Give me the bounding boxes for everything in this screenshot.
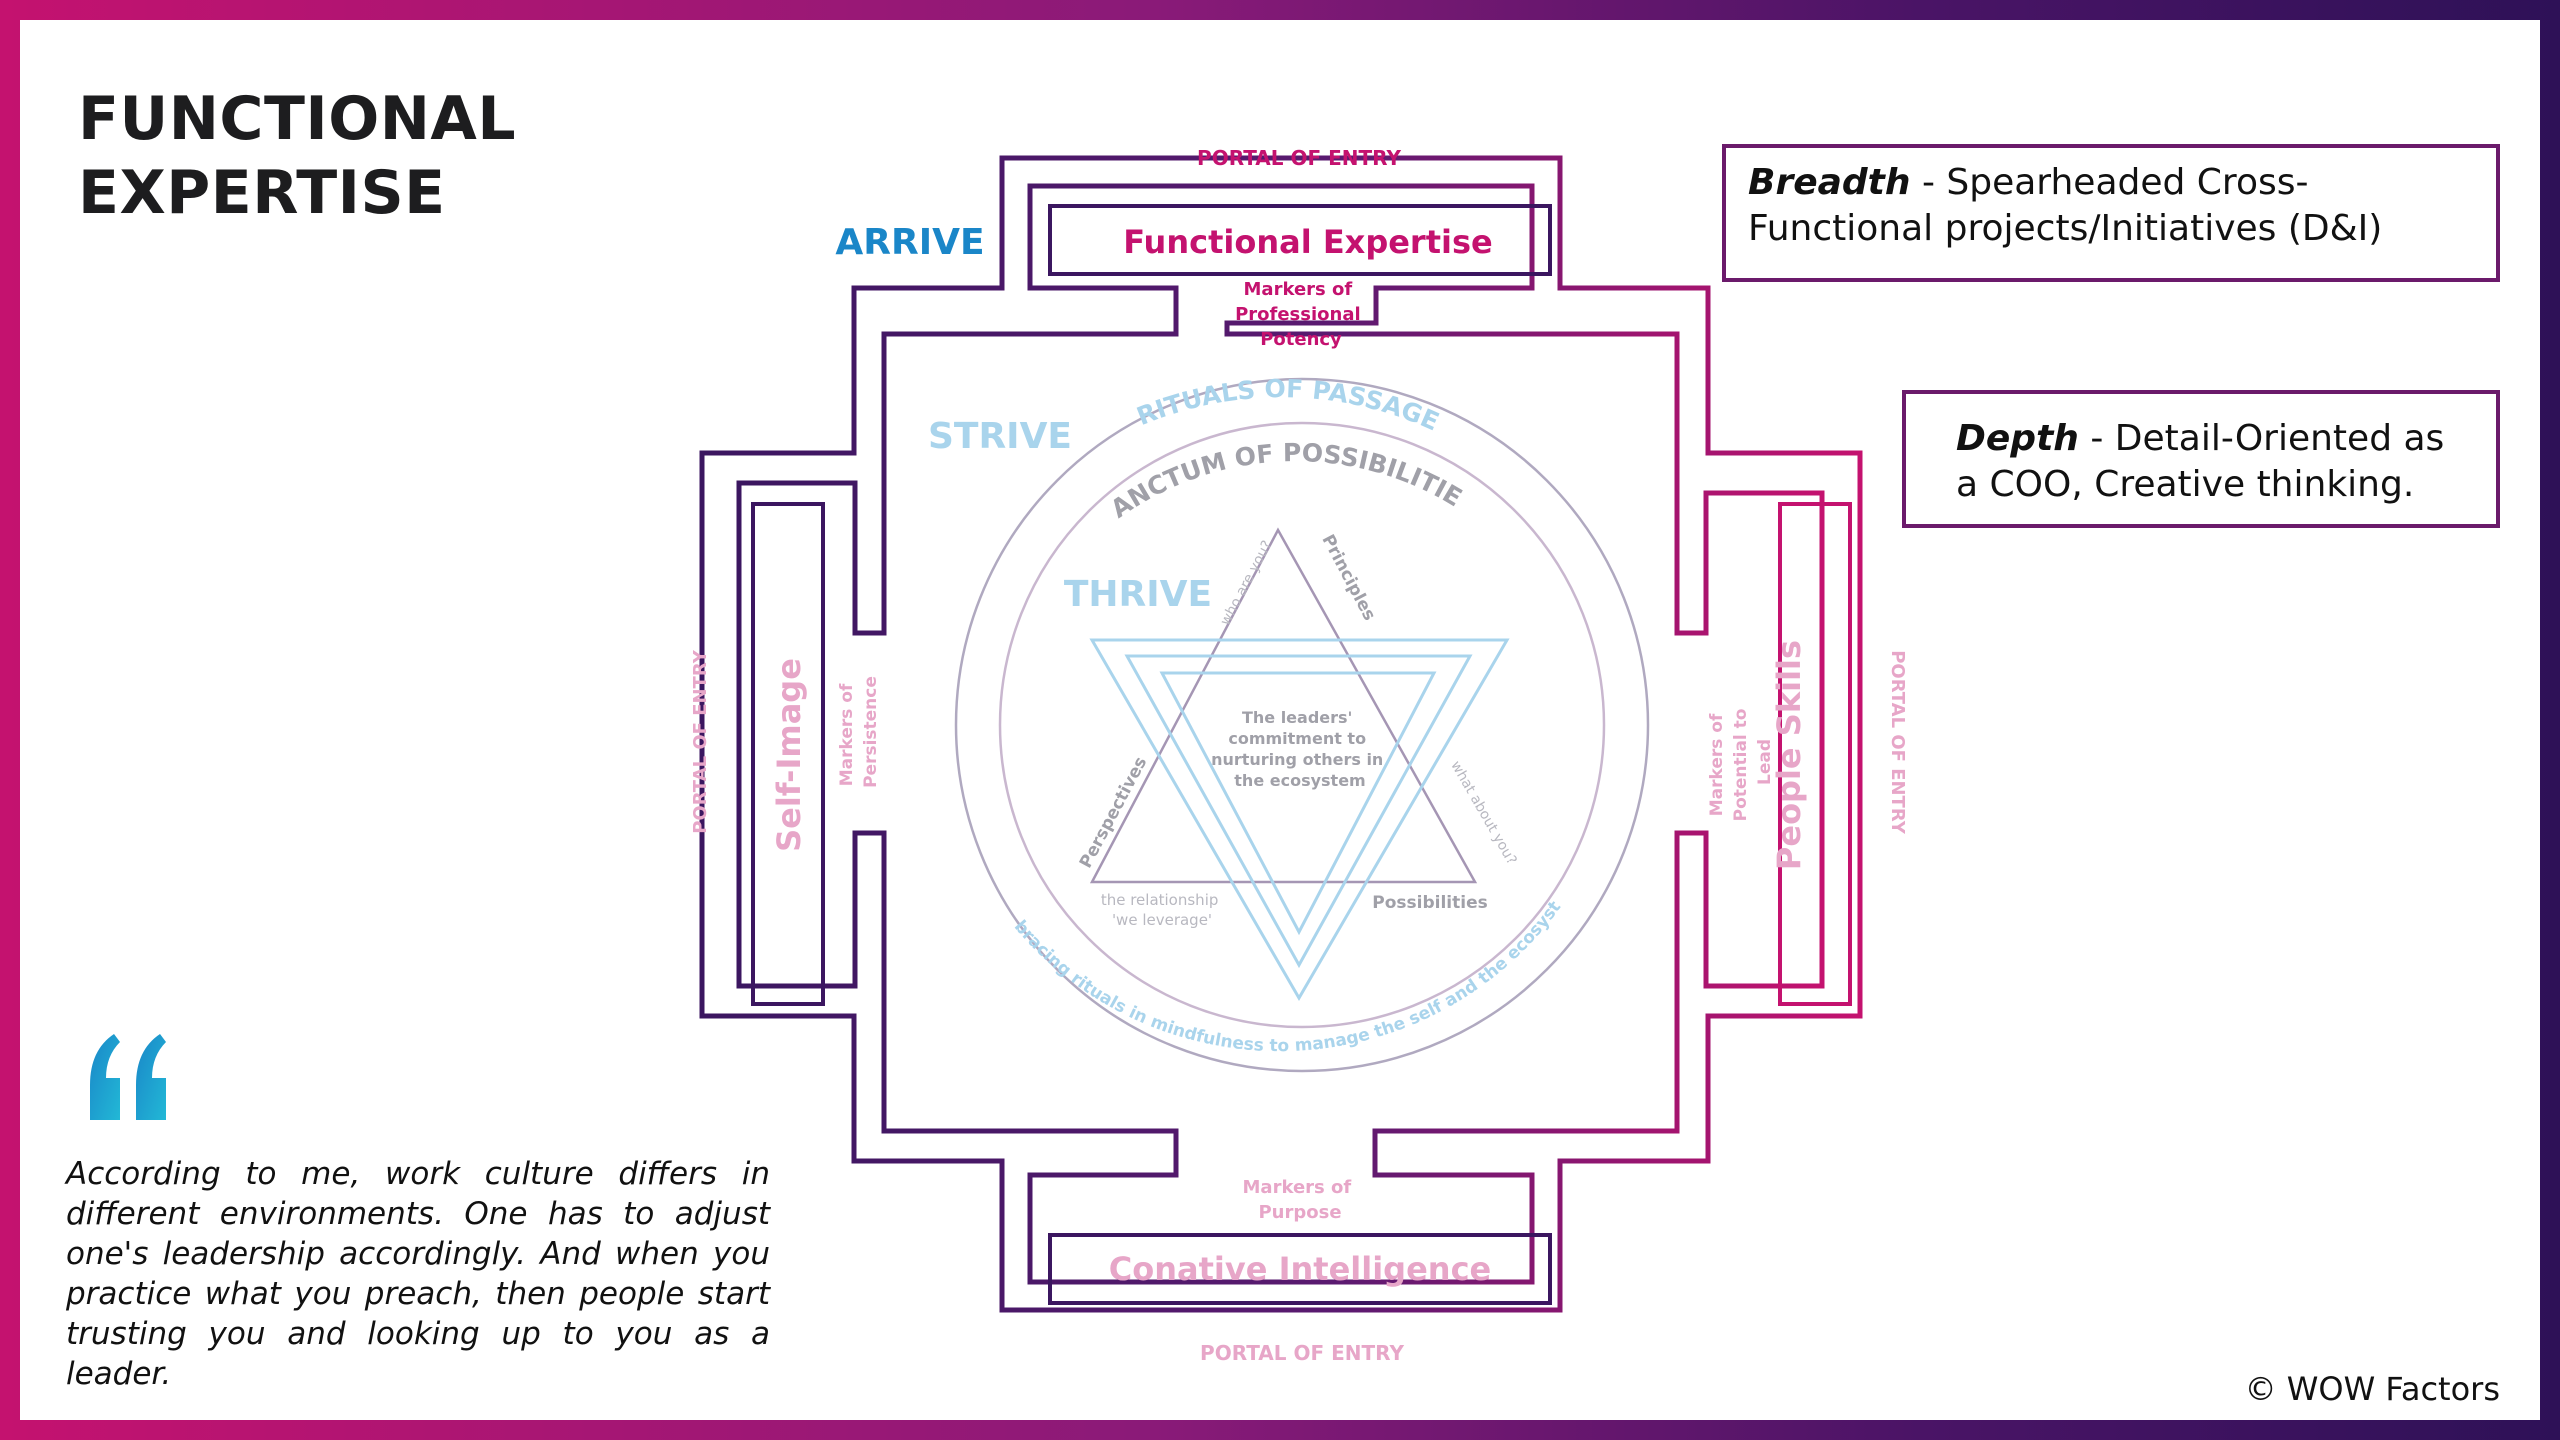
rituals-text: RITUALS OF PASSAGE xyxy=(1133,374,1444,436)
svg-text:Markers of Persistence: Markers of Persistence xyxy=(837,676,881,788)
relationship-label: the relationship 'we leverage' xyxy=(1101,891,1223,929)
center-line-4: the ecosystem xyxy=(1234,771,1365,790)
center-line-1: The leaders' xyxy=(1242,708,1352,727)
markers-top-line-1: Markers of xyxy=(1244,279,1353,300)
relationship-line-1: the relationship xyxy=(1101,891,1219,909)
portal-bottom-label: PORTAL OF ENTRY xyxy=(1200,1341,1404,1365)
markers-right-line-3: Lead xyxy=(1755,739,1775,785)
sanctum-label: SANCTUM OF POSSIBILITIES xyxy=(20,20,1467,524)
people-skills-label: People Skills xyxy=(1770,640,1808,870)
who-are-you-label: who are you? xyxy=(1217,538,1275,628)
markers-left-line-2: Persistence xyxy=(861,676,881,788)
breadth-callout: Breadth - Spearheaded Cross-Functional p… xyxy=(1722,144,2500,282)
markers-left: Markers of Persistence xyxy=(837,676,881,788)
quote-text: According to me, work culture differs in… xyxy=(66,1154,770,1394)
portal-top-label: PORTAL OF ENTRY xyxy=(1197,146,1401,170)
self-image-label: Self-Image xyxy=(770,658,808,852)
quote-icon xyxy=(80,1030,180,1130)
rituals-label: RITUALS OF PASSAGE xyxy=(1133,374,1444,436)
functional-expertise-label: Functional Expertise xyxy=(1123,223,1492,261)
markers-top-line-2: Professional xyxy=(1235,304,1361,325)
copyright: © WOW Factors xyxy=(2245,1370,2500,1408)
center-line-3: nurturing others in xyxy=(1211,750,1383,769)
relationship-line-2: 'we leverage' xyxy=(1112,911,1212,929)
arrive-label: ARRIVE xyxy=(835,222,984,263)
breadth-term: Breadth xyxy=(1748,162,1911,203)
markers-top: Markers of Professional Potency xyxy=(1235,279,1367,350)
sanctum-text: SANCTUM OF POSSIBILITIES xyxy=(20,20,1467,524)
markers-right: Markers of Potential to Lead xyxy=(1707,703,1775,822)
triangle-down-outer xyxy=(1092,640,1507,998)
perspectives-label: Perspectives xyxy=(1076,754,1151,872)
portal-left-label: PORTAL OF ENTRY xyxy=(690,649,711,833)
markers-bottom-line-1: Markers of xyxy=(1243,1177,1352,1198)
slide: FUNCTIONAL EXPERTISE xyxy=(20,20,2540,1420)
principles-label: Principles xyxy=(1317,531,1379,624)
possibilities-label: Possibilities xyxy=(1372,893,1487,913)
markers-right-line-2: Potential to xyxy=(1731,709,1751,822)
markers-top-line-3: Potency xyxy=(1260,329,1342,350)
center-commitment: The leaders' commitment to nurturing oth… xyxy=(1211,708,1389,790)
thrive-label: THRIVE xyxy=(1064,574,1212,615)
markers-bottom-line-2: Purpose xyxy=(1258,1202,1341,1223)
depth-callout: Depth - Detail-Oriented as a COO, Creati… xyxy=(1902,390,2500,528)
portal-right-label: PORTAL OF ENTRY xyxy=(1887,650,1908,834)
markers-right-line-1: Markers of xyxy=(1707,713,1727,816)
markers-bottom: Markers of Purpose xyxy=(1243,1177,1358,1223)
strive-label: STRIVE xyxy=(928,416,1072,457)
depth-term: Depth xyxy=(1956,418,2079,459)
center-line-2: commitment to xyxy=(1228,729,1366,748)
markers-left-line-1: Markers of xyxy=(837,683,857,786)
conative-intelligence-label: Conative Intelligence xyxy=(1109,1250,1491,1288)
svg-text:Markers of Potential t: Markers of Potential to Lead xyxy=(1707,703,1775,822)
